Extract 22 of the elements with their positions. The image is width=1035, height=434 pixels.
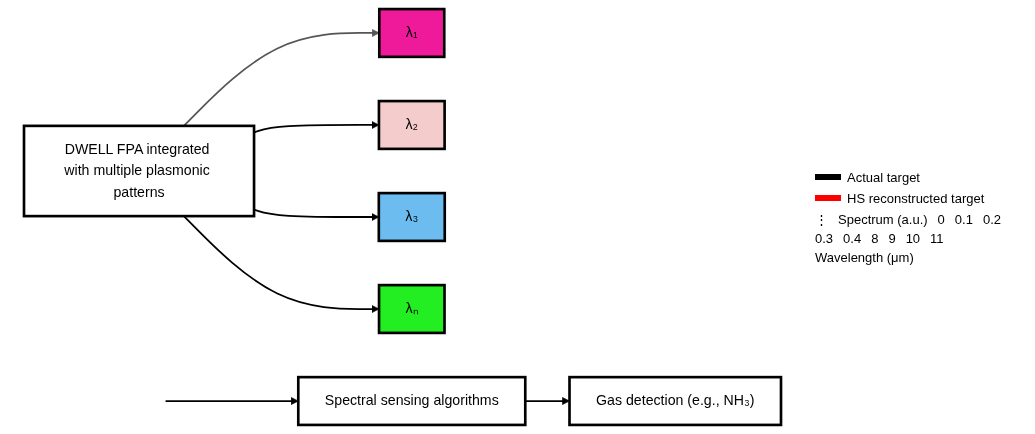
label-text: Wavelength (μm): [815, 249, 914, 265]
legend-text: Actual target: [847, 169, 920, 185]
node-box: Spectral sensing algorithms: [296, 375, 527, 427]
label-text: 9: [888, 230, 896, 246]
label-text: 0.1: [954, 211, 973, 227]
node-box: λ₁: [377, 7, 446, 59]
arrow: [164, 397, 299, 405]
label-text: Spectrum (a.u.): [838, 211, 928, 227]
node-box: λₙ: [377, 283, 446, 335]
node-box: λ₂: [377, 99, 446, 151]
node-box: DWELL FPA integrated with multiple plasmonic patterns: [22, 124, 256, 218]
node-box: Gas detection (e.g., NH₃): [568, 375, 783, 427]
label-text: 0.3: [815, 230, 834, 246]
label-text: ⋮: [815, 211, 828, 227]
label-text: 10: [905, 230, 921, 246]
legend-text: HS reconstructed target: [847, 190, 985, 206]
label-text: 0: [937, 211, 945, 227]
label-text: 11: [930, 230, 944, 246]
node-box: λ₃: [377, 191, 447, 243]
label-text: 0.2: [982, 211, 1001, 227]
label-text: 8: [871, 230, 879, 246]
label-text: 0.4: [843, 230, 862, 246]
